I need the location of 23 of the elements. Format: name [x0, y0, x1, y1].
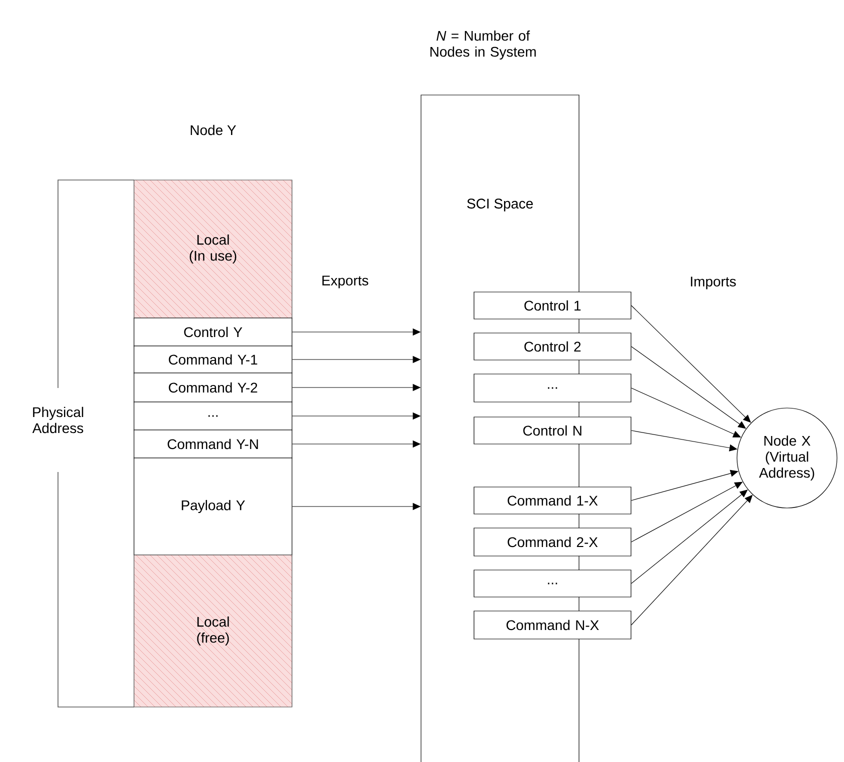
memory-region: Local (free) [134, 554, 292, 708]
memory-cell: Control N [474, 416, 632, 444]
memory-region: Local (In use) [134, 180, 292, 318]
column-heading: Node Y [190, 124, 236, 136]
memory-cell: Command Y-N [134, 430, 292, 458]
memory-cell: ... [474, 570, 632, 598]
memory-cell: Control 2 [474, 332, 632, 360]
arrow [631, 470, 738, 501]
memory-cell: Command 1-X [474, 486, 632, 514]
memory-cell: Command Y-2 [134, 372, 292, 402]
memory-cell: Control 1 [474, 292, 632, 320]
heading: Exports [322, 276, 368, 288]
memory-cell: Command Y-1 [134, 346, 292, 374]
memory-cell: ... [474, 374, 632, 402]
arrow [631, 490, 748, 584]
note: N = Number of Nodes in System [430, 30, 536, 60]
bracket-label: Physical Address [32, 406, 84, 434]
memory-cell: Control Y [134, 318, 292, 346]
memory-cell: Command N-X [474, 610, 632, 640]
heading: Imports [690, 276, 736, 290]
memory-cell: Command 2-X [474, 528, 632, 556]
arrow [631, 430, 738, 452]
memory-cell: ... [134, 402, 292, 430]
